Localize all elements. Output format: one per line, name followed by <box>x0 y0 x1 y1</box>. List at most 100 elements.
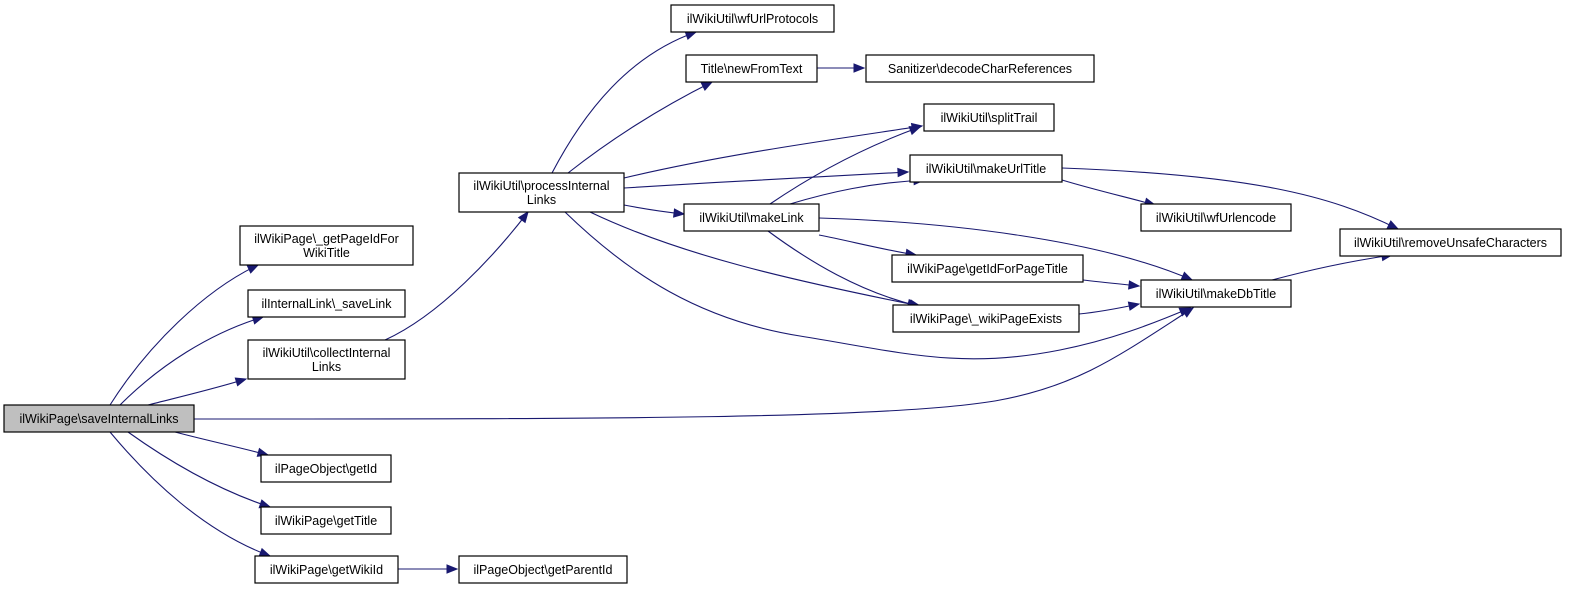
arrowhead <box>258 547 272 557</box>
node-label: Sanitizer\decodeCharReferences <box>888 62 1072 76</box>
node-decode-char-references[interactable]: Sanitizer\decodeCharReferences <box>865 54 1095 83</box>
node-box <box>1339 228 1562 257</box>
edge-make-url-title-to-wf-urlencode <box>1061 179 1157 207</box>
arrowhead <box>446 564 459 574</box>
edge-line <box>384 211 529 341</box>
edge-line <box>1061 167 1399 230</box>
arrowhead <box>700 81 714 91</box>
arrowhead <box>908 126 922 136</box>
node-label: ilWikiUtil\wfUrlProtocols <box>687 12 818 26</box>
node-box <box>260 454 392 483</box>
node-box <box>260 506 392 535</box>
node-label: ilPageObject\getId <box>275 462 377 476</box>
edge-process-internal-links-to-make-url-title <box>623 167 910 189</box>
node-wf-urlencode[interactable]: ilWikiUtil\wfUrlencode <box>1140 203 1292 232</box>
edge-make-link-to-make-url-title <box>789 175 926 205</box>
node-label: ilInternalLink\_saveLink <box>262 297 393 311</box>
node-box <box>683 203 820 232</box>
edge-line <box>109 264 259 406</box>
edge-wiki-page-exists-to-make-db-title <box>1078 301 1141 315</box>
edge-make-link-to-get-id-for-page-title <box>818 234 918 258</box>
edge-make-link-to-split-trail <box>769 126 922 205</box>
node-label: ilPageObject\getParentId <box>474 563 613 577</box>
edge-save-internal-links-to-save-link <box>119 315 265 406</box>
node-box <box>239 225 414 266</box>
edge-line <box>551 31 697 174</box>
edge-line <box>174 431 269 456</box>
edge-process-internal-links-to-new-from-text <box>567 81 714 174</box>
arrowhead <box>1128 280 1141 290</box>
edge-new-from-text-to-decode-char-references <box>817 63 866 73</box>
node-save-link[interactable]: ilInternalLink\_saveLink <box>247 289 406 318</box>
node-label: ilWikiPage\saveInternalLinks <box>19 412 178 426</box>
node-label: ilWikiUtil\removeUnsafeCharacters <box>1354 236 1547 250</box>
arrowhead <box>1180 271 1194 281</box>
arrowhead <box>897 167 910 178</box>
edge-save-internal-links-to-collect-internal-links <box>147 377 248 406</box>
edge-line <box>767 230 919 307</box>
node-save-internal-links[interactable]: ilWikiPage\saveInternalLinks <box>3 404 195 433</box>
node-box <box>3 404 195 433</box>
node-label: ilWikiUtil\wfUrlencode <box>1156 211 1276 225</box>
edge-collect-internal-links-to-process-internal-links <box>384 210 529 341</box>
edge-line <box>147 378 247 406</box>
edge-line <box>1061 179 1156 206</box>
edge-save-internal-links-to-get-title <box>127 431 272 509</box>
node-page-object-get-id[interactable]: ilPageObject\getId <box>260 454 392 483</box>
edge-line <box>564 211 1191 360</box>
node-box <box>865 54 1095 83</box>
node-box <box>458 172 625 213</box>
edge-get-wiki-id-to-get-parent-id <box>398 564 459 574</box>
node-split-trail[interactable]: ilWikiUtil\splitTrail <box>923 103 1055 132</box>
edge-line <box>589 211 921 307</box>
arrowhead <box>517 210 529 224</box>
nodes: ilWikiPage\saveInternalLinks ilWikiPage\_… <box>3 4 1562 584</box>
node-wiki-page-exists[interactable]: ilWikiPage\_wikiPageExists <box>892 304 1080 333</box>
node-get-parent-id[interactable]: ilPageObject\getParentId <box>458 555 628 584</box>
node-label: ilWikiPage\getIdForPageTitle <box>907 262 1068 276</box>
node-label: ilWikiUtil\makeLink <box>699 211 804 225</box>
node-make-link[interactable]: ilWikiUtil\makeLink <box>683 203 820 232</box>
edge-process-internal-links-to-split-trail <box>623 122 924 179</box>
node-label: ilWikiUtil\makeUrlTitle <box>926 162 1046 176</box>
node-label: ilWikiPage\_getPageIdFor <box>254 232 399 246</box>
node-label: Links <box>527 193 556 207</box>
node-box <box>892 304 1080 333</box>
node-box <box>247 339 406 380</box>
node-make-url-title[interactable]: ilWikiUtil\makeUrlTitle <box>909 154 1063 183</box>
node-box <box>891 254 1084 283</box>
node-get-id-for-page-title[interactable]: ilWikiPage\getIdForPageTitle <box>891 254 1084 283</box>
node-get-title[interactable]: ilWikiPage\getTitle <box>260 506 392 535</box>
edge-line <box>769 126 921 205</box>
arrowhead <box>853 63 866 73</box>
node-wf-url-protocols[interactable]: ilWikiUtil\wfUrlProtocols <box>670 4 835 33</box>
node-box <box>247 289 406 318</box>
edge-process-internal-links-to-make-link <box>623 204 686 218</box>
node-make-db-title[interactable]: ilWikiUtil\makeDbTitle <box>1140 279 1292 308</box>
edge-line <box>127 431 271 508</box>
node-get-wiki-id[interactable]: ilWikiPage\getWikiId <box>254 555 399 584</box>
arrowhead <box>1386 220 1400 230</box>
edge-line <box>109 431 271 557</box>
node-remove-unsafe-characters[interactable]: ilWikiUtil\removeUnsafeCharacters <box>1339 228 1562 257</box>
arrowhead <box>246 264 260 274</box>
node-label: WikiTitle <box>303 246 350 260</box>
node-label: Links <box>312 360 341 374</box>
edge-line <box>818 234 917 256</box>
edge-line <box>193 307 1194 420</box>
node-box <box>909 154 1063 183</box>
node-label: ilWikiPage\getTitle <box>275 514 377 528</box>
node-new-from-text[interactable]: Title\newFromText <box>685 54 818 83</box>
edge-line <box>818 217 1193 281</box>
node-label: ilWikiUtil\makeDbTitle <box>1156 287 1276 301</box>
node-label: ilWikiUtil\processInternal <box>473 179 609 193</box>
node-box <box>254 555 399 584</box>
node-box <box>1140 279 1292 308</box>
edge-save-internal-links-to-get-page-id-for-wiki-title <box>109 264 260 406</box>
edge-line <box>623 171 909 189</box>
edge-line <box>567 81 713 174</box>
node-label: ilWikiUtil\collectInternal <box>263 346 391 360</box>
